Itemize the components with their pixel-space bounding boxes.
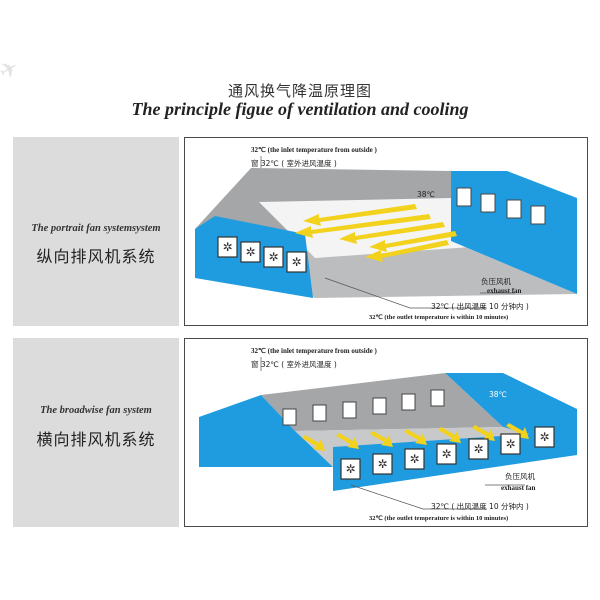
window-2 [312,404,327,422]
outlet-leader-line [324,277,487,309]
window-1 [282,408,297,426]
interior-panel [259,198,485,258]
fan-1-icon [217,236,238,258]
exhaust-fans: ✲ ✲ ✲ ✲ ✲ ✲ ✲ [340,426,555,480]
fan-4-blade-icon: ✲ [441,447,451,461]
fan-2-icon [240,241,261,263]
broadwise-greenhouse-svg: ✲ ✲ ✲ ✲ ✲ ✲ ✲ 32℃ (the inlet temperature… [199,347,577,522]
arrow-3 [370,431,393,447]
outlet-label-cn: 32℃ ( 出风温度 10 分钟内 ) [431,301,529,311]
inlet-label-en: 32℃ (the inlet temperature from outside … [251,347,377,355]
airflow-arrows [302,423,529,451]
portrait-greenhouse-svg: ✲ ✲ ✲ ✲ 32℃ (the inlet temperature from … [195,146,577,321]
window-1 [456,187,472,207]
window-4 [372,397,387,415]
arrow-3 [339,222,445,244]
broadwise-system-label-box: The broadwise fan system 横向排风机系统 [13,338,179,527]
fan-6-icon [500,433,521,455]
fan-3-icon [404,448,425,470]
portrait-system-label-cn: 纵向排风机系统 [36,247,156,266]
fan-4-icon [286,251,307,273]
side-wall-lower [333,447,577,491]
exhaust-fan-label-en: exhaust fan [501,484,536,492]
exhaust-fan-label-en: exhaust fan [487,287,522,295]
page-title-en: The principle figue of ventilation and c… [131,99,469,119]
fan-3-icon [263,246,284,268]
fan-2-icon [372,453,393,475]
exhaust-fan-label-cn: 负压风机 [481,276,511,286]
fan-6-blade-icon: ✲ [505,437,515,451]
window-6 [430,389,445,407]
arrow-1 [303,204,417,226]
portrait-system-label-en: The portrait fan systemsystem [31,223,161,234]
airflow-arrows [295,204,457,262]
fan-3-blade-icon: ✲ [409,452,419,466]
portrait-system-diagram: ✲ ✲ ✲ ✲ 32℃ (the inlet temperature from … [184,137,588,326]
window-3 [342,401,357,419]
window-4 [530,205,546,225]
fan-4-blade-icon: ✲ [291,255,301,269]
fan-1-icon [340,458,361,480]
arrow-5 [438,427,461,443]
arrow-6 [472,425,495,441]
arrow-2 [336,433,359,449]
fan-4-icon [436,443,457,465]
arrow-7 [506,423,529,439]
portrait-system-label-box: The portrait fan systemsystem 纵向排风机系统 [13,137,179,326]
fan-3-blade-icon: ✲ [268,250,278,264]
fan-2-blade-icon: ✲ [377,457,387,471]
fan-5-blade-icon: ✲ [473,442,483,456]
outlet-label-en: 32℃ (the outlet temperature is within 10… [369,514,508,522]
broadwise-system-label-cn: 横向排风机系统 [36,430,156,449]
arrow-2 [295,214,431,238]
inlet-label-en: 32℃ (the inlet temperature from outside … [251,146,377,154]
inside-temp-label: 38℃ [417,190,435,199]
fan-5-icon [468,438,489,460]
outlet-leader-line [350,484,487,510]
outlet-label-cn: 32℃ ( 出风温度 10 分钟内 ) [431,501,529,511]
outlet-label-en: 32℃ (the outlet temperature is within 10… [369,313,508,321]
arrow-1 [302,435,325,451]
fan-1-blade-icon: ✲ [345,462,355,476]
arrow-5 [365,240,449,262]
left-end-wall [199,395,333,467]
window-5 [401,393,416,411]
page-title-cn: 通风换气降温原理图 [227,82,372,100]
arrow-4 [369,231,457,252]
arrow-4 [404,429,427,445]
fan-7-blade-icon: ✲ [539,430,549,444]
window-2 [480,193,496,213]
broadwise-system-diagram: ✲ ✲ ✲ ✲ ✲ ✲ ✲ 32℃ (the inlet temperature… [184,338,588,527]
fan-7-icon [534,426,555,448]
window-3 [506,199,522,219]
inside-temp-label: 38℃ [489,390,507,399]
window-label-cn: 窗 32℃ ( 室外进风温度 ) [251,359,337,369]
exhaust-fan-label-cn: 负压风机 [505,471,535,481]
window-label-cn: 窗 32℃ ( 室外进风温度 ) [251,158,337,168]
broadwise-system-label-en: The broadwise fan system [40,405,152,416]
fan-2-blade-icon: ✲ [245,245,255,259]
fan-1-blade-icon: ✲ [222,240,232,254]
exhaust-fans: ✲ ✲ ✲ ✲ [217,236,307,273]
